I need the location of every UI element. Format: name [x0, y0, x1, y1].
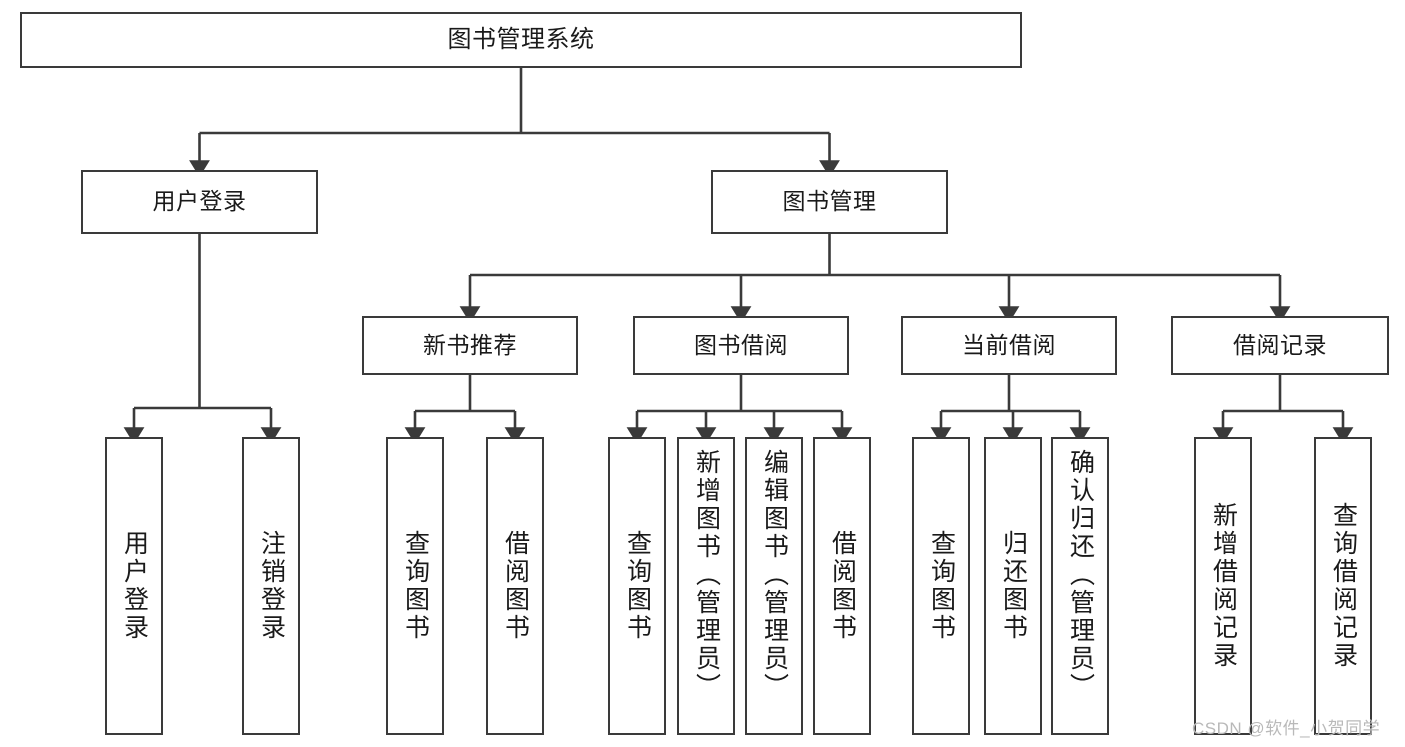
node-leaf-borrow-book-rec[interactable]: 借阅图书	[486, 437, 544, 735]
node-label: 图书管理系统	[447, 25, 595, 53]
node-new-book-rec[interactable]: 新书推荐	[362, 316, 578, 375]
csdn-watermark: CSDN @软件_小贺同学	[1192, 719, 1381, 738]
node-label: 查询图书	[401, 530, 430, 642]
node-leaf-query-borrow-record[interactable]: 查询借阅记录	[1314, 437, 1372, 735]
node-label: 编辑图书（管理员）	[760, 449, 789, 701]
node-label: 借阅图书	[501, 530, 530, 642]
node-label: 注销登录	[257, 530, 286, 642]
node-label: 查询借阅记录	[1329, 502, 1358, 670]
node-label: 确认归还（管理员）	[1066, 449, 1095, 701]
node-leaf-query-book[interactable]: 查询图书	[608, 437, 666, 735]
node-leaf-query-book-cur[interactable]: 查询图书	[912, 437, 970, 735]
node-label: 新增借阅记录	[1209, 502, 1238, 670]
node-label: 当前借阅	[962, 331, 1056, 358]
node-leaf-add-book-admin[interactable]: 新增图书（管理员）	[677, 437, 735, 735]
node-root[interactable]: 图书管理系统	[20, 12, 1022, 68]
node-borrow-record[interactable]: 借阅记录	[1171, 316, 1389, 375]
node-label: 图书借阅	[694, 331, 788, 358]
node-label: 借阅记录	[1233, 331, 1327, 358]
node-leaf-edit-book-admin[interactable]: 编辑图书（管理员）	[745, 437, 803, 735]
node-label: 新书推荐	[423, 331, 517, 358]
node-label: 用户登录	[152, 188, 247, 215]
node-current-borrow[interactable]: 当前借阅	[901, 316, 1117, 375]
node-leaf-confirm-return-admin[interactable]: 确认归还（管理员）	[1051, 437, 1109, 735]
node-leaf-user-login[interactable]: 用户登录	[105, 437, 163, 735]
node-leaf-borrow-book[interactable]: 借阅图书	[813, 437, 871, 735]
node-label: 图书管理	[782, 188, 877, 215]
node-label: 用户登录	[120, 530, 149, 642]
node-leaf-add-borrow-record[interactable]: 新增借阅记录	[1194, 437, 1252, 735]
node-label: 借阅图书	[828, 530, 857, 642]
node-book-manage[interactable]: 图书管理	[711, 170, 948, 234]
node-book-borrow[interactable]: 图书借阅	[633, 316, 849, 375]
node-leaf-query-book-rec[interactable]: 查询图书	[386, 437, 444, 735]
node-label: 查询图书	[623, 530, 652, 642]
node-user-login[interactable]: 用户登录	[81, 170, 318, 234]
node-label: 查询图书	[927, 530, 956, 642]
node-leaf-user-logout[interactable]: 注销登录	[242, 437, 300, 735]
node-leaf-return-book[interactable]: 归还图书	[984, 437, 1042, 735]
node-label: 归还图书	[999, 530, 1028, 642]
node-label: 新增图书（管理员）	[692, 449, 721, 701]
